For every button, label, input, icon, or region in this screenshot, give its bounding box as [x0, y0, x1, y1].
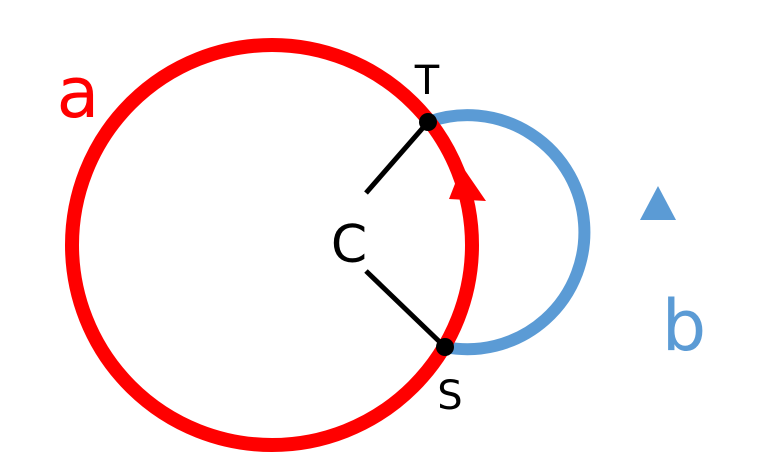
circle-b-arc: [422, 109, 591, 356]
label-a: a: [57, 52, 100, 134]
point-t: [419, 113, 437, 131]
segment-c-t: [364, 120, 430, 195]
label-b: b: [662, 285, 706, 367]
circle-a: [65, 38, 479, 452]
segment-c-s: [364, 269, 447, 349]
label-c: C: [331, 215, 367, 275]
point-s: [436, 338, 454, 356]
circle-b-direction-arrow: [640, 186, 676, 220]
circle-a-direction-arrow: [449, 166, 486, 201]
label-t: T: [414, 58, 440, 104]
label-s: S: [437, 373, 462, 419]
